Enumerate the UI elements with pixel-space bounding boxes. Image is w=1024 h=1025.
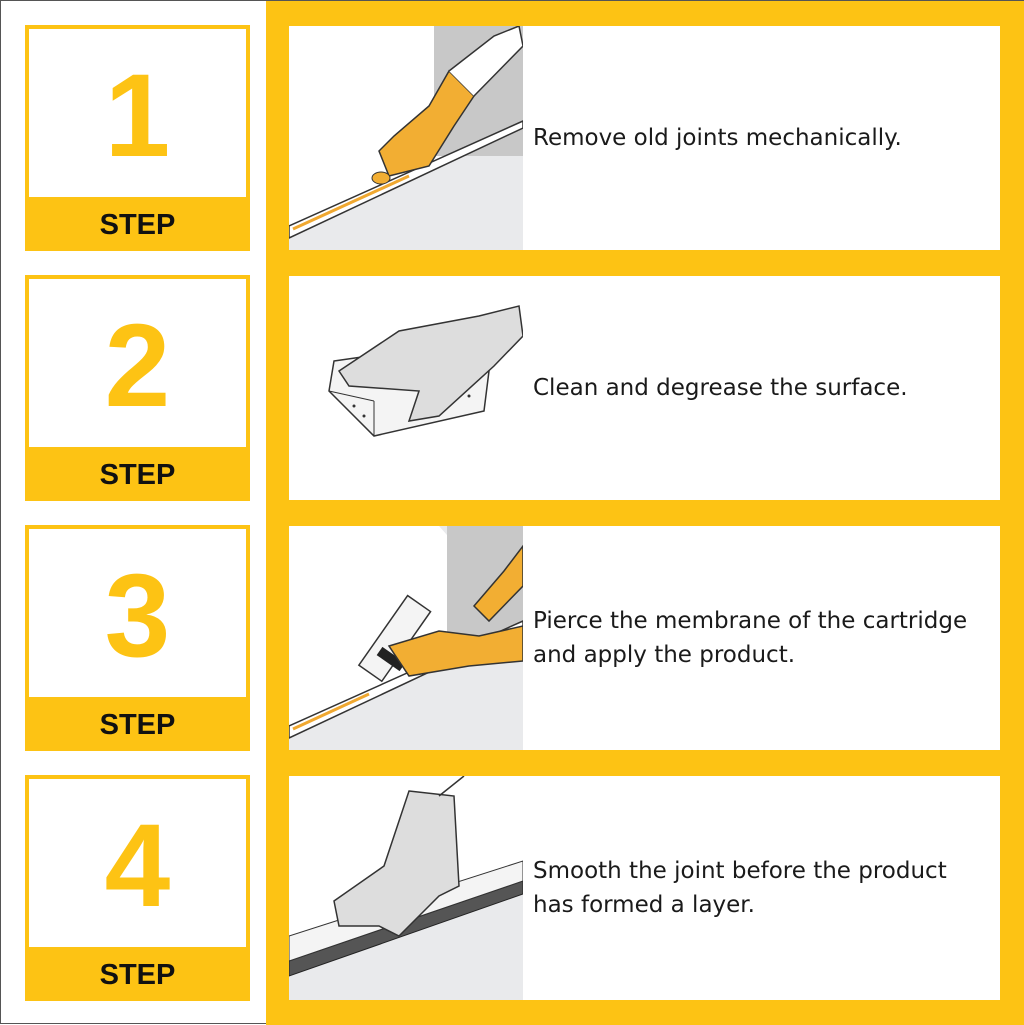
step-panel-1: Remove old joints mechanically. bbox=[289, 26, 1000, 250]
step-number: 2 bbox=[104, 300, 171, 432]
step-label: STEP bbox=[29, 447, 246, 497]
step-number: 4 bbox=[104, 800, 171, 932]
gloved-hand-smoothing-joint-icon bbox=[289, 776, 523, 1000]
step-label: STEP bbox=[29, 197, 246, 247]
step-badge-4: 4 STEP bbox=[25, 775, 250, 1001]
step-label: STEP bbox=[29, 697, 246, 747]
step-description: Smooth the joint before the product has … bbox=[533, 858, 947, 918]
step-label: STEP bbox=[29, 947, 246, 997]
step-number: 3 bbox=[104, 550, 171, 682]
step-panel-4: Smooth the joint before the product has … bbox=[289, 776, 1000, 1000]
gloved-hand-scraping-joint-icon bbox=[289, 26, 523, 250]
step-badge-3: 3 STEP bbox=[25, 525, 250, 751]
step-badge-1: 1 STEP bbox=[25, 25, 250, 251]
step-description: Pierce the membrane of the cartridge and… bbox=[533, 608, 968, 668]
step-description: Clean and degrease the surface. bbox=[533, 375, 908, 401]
step-number: 1 bbox=[104, 50, 171, 182]
gloved-hand-sponge-icon bbox=[328, 305, 523, 437]
step-panel-2: Clean and degrease the surface. bbox=[289, 276, 1000, 500]
step-description: Remove old joints mechanically. bbox=[533, 125, 902, 151]
step-badge-2: 2 STEP bbox=[25, 275, 250, 501]
caulking-gun-icon bbox=[289, 526, 523, 750]
step-panel-3: Pierce the membrane of the cartridge and… bbox=[289, 526, 1000, 750]
